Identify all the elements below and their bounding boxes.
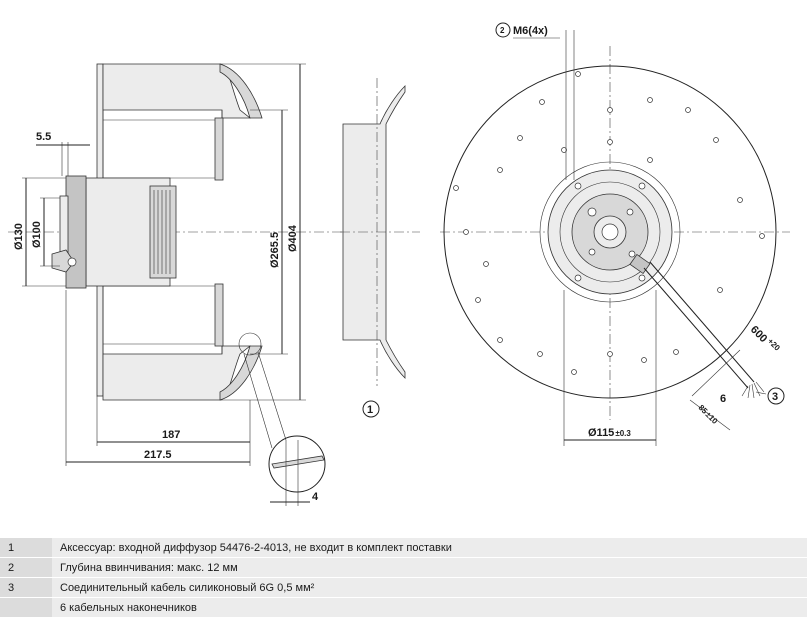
note-text: 6 кабельных наконечников: [52, 597, 807, 617]
detail-view: [268, 435, 326, 493]
dim-5-5: 5.5: [36, 131, 51, 143]
dim-6: 6: [720, 393, 726, 405]
side-view: Ø130 Ø100 5.5 Ø265.5 Ø404 187 217.5 4: [8, 63, 345, 506]
note-text: Глубина ввинчивания: макс. 12 мм: [52, 557, 807, 578]
dim-d404: Ø404: [287, 224, 299, 252]
thread-label: M6(4x): [513, 25, 548, 37]
dim-d100: Ø100: [31, 221, 43, 248]
table-row: 1 Аксессуар: входной диффузор 54476-2-40…: [0, 537, 807, 558]
note-number: 1: [0, 537, 52, 558]
callout-3: [767, 387, 785, 405]
technical-drawing: Ø130 Ø100 5.5 Ø265.5 Ø404 187 217.5 4: [8, 22, 790, 506]
dim-d130: Ø130: [13, 223, 25, 250]
cable: [643, 267, 749, 389]
note-number: 2: [0, 557, 52, 578]
dim-d265-5: Ø265.5: [269, 232, 281, 268]
dim-217-5: 217.5: [144, 449, 172, 461]
cable-gland: [51, 249, 75, 273]
dim-4: 4: [312, 491, 319, 503]
table-row: 6 кабельных наконечников: [0, 597, 807, 617]
rivet-holes: [453, 71, 765, 375]
dim-85: 85±10: [697, 403, 720, 426]
note-number: [0, 597, 52, 617]
cable-wires: [741, 381, 765, 399]
note-text: Соединительный кабель силиконовый 6G 0,5…: [52, 577, 807, 598]
table-row: 2 Глубина ввинчивания: макс. 12 мм: [0, 557, 807, 578]
rotor-flange: [65, 175, 87, 289]
impeller-outline: [443, 65, 777, 399]
callout-1: [362, 400, 380, 418]
dim-d115: Ø115±0.3: [588, 427, 631, 439]
dim-187: 187: [162, 429, 180, 441]
note-number: 3: [0, 577, 52, 598]
table-row: 3 Соединительный кабель силиконовый 6G 0…: [0, 577, 807, 598]
dim-cable-length: 600+20: [748, 322, 782, 356]
callout-1-label: 1: [367, 404, 373, 416]
note-text: Аксессуар: входной диффузор 54476-2-4013…: [52, 537, 807, 558]
front-view: 2 M6(4x) Ø115±0.3 600+20 6 85±10 3: [440, 22, 790, 446]
callout-3-label: 3: [772, 391, 778, 403]
notes-table: 1 Аксессуар: входной диффузор 54476-2-40…: [0, 537, 807, 617]
callout-2: [495, 22, 511, 38]
inlet-diffuser: 1: [340, 78, 420, 418]
callout-2-label: 2: [500, 26, 505, 35]
